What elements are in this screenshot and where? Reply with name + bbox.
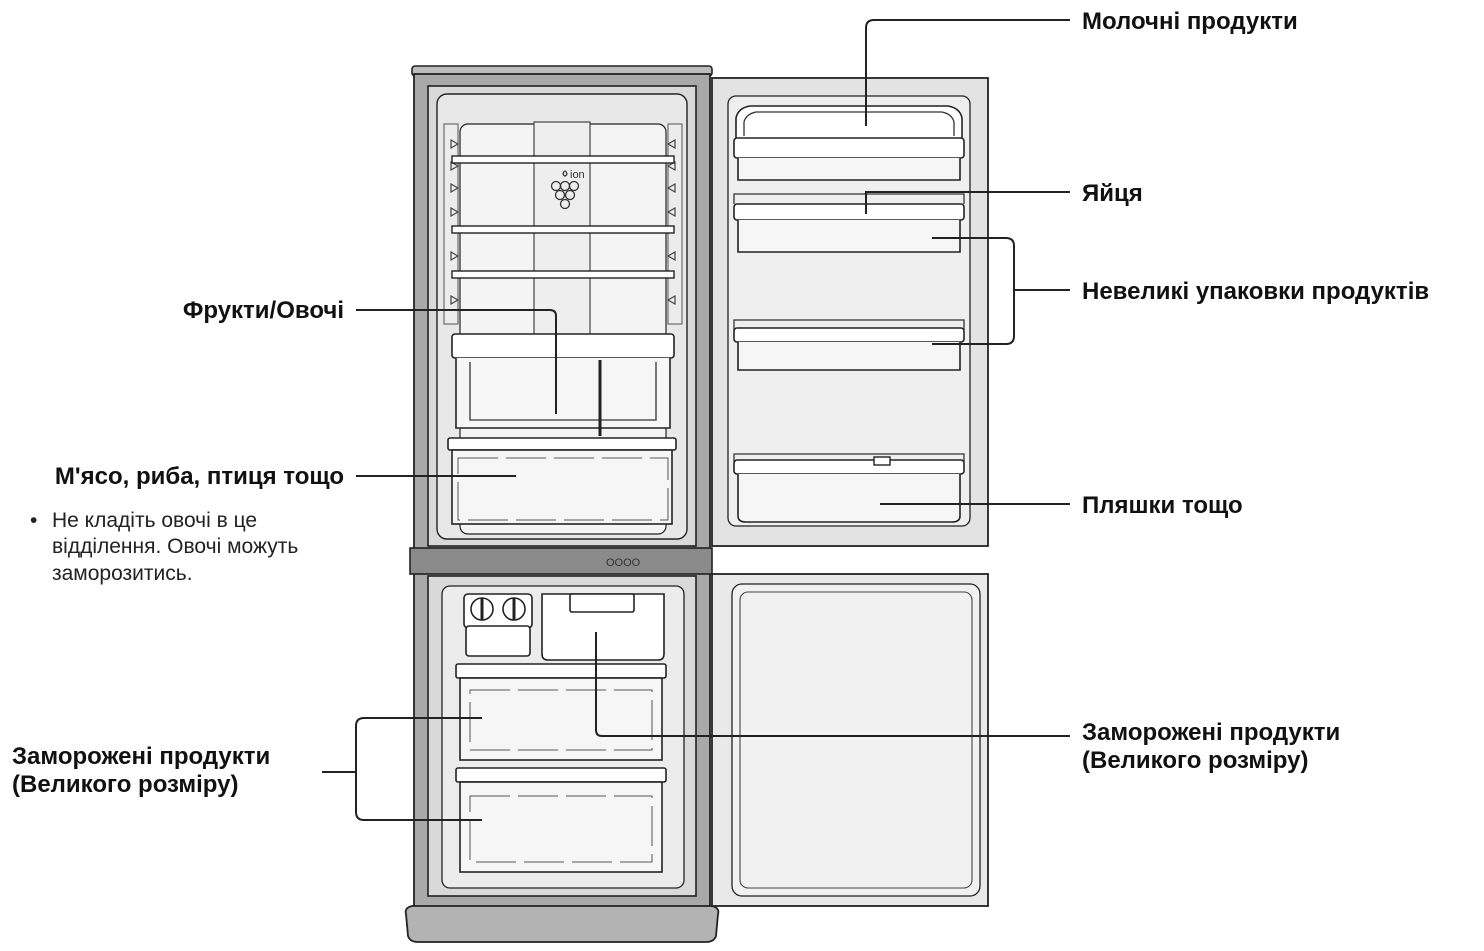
fridge-door xyxy=(711,77,989,547)
leader-lines xyxy=(322,19,1070,821)
note-line-2: відділення. Овочі можуть xyxy=(52,535,298,558)
label-frozen-right-1: Заморожені продукти xyxy=(1082,719,1340,746)
fridge-body: ion OOOO xyxy=(404,65,720,943)
shelf xyxy=(451,155,675,164)
ion-generator-icon: ion xyxy=(550,169,585,210)
panel-indicators: OOOO xyxy=(606,557,641,569)
label-fruit-veg: Фрукти/Овочі xyxy=(183,297,344,324)
label-bottles: Пляшки тощо xyxy=(1082,492,1243,519)
freezer-top-bin xyxy=(541,593,665,661)
label-frozen-left-2: (Великого розміру) xyxy=(12,771,238,798)
callout-labels: Молочні продукти Яйця Невеликі упаковки … xyxy=(12,8,1429,798)
ice-maker-icon xyxy=(463,593,533,657)
label-meat-fish: М'ясо, риба, птиця тощо xyxy=(55,463,344,490)
freezer-door xyxy=(711,573,989,907)
shelf xyxy=(451,225,675,234)
bottle-pocket xyxy=(733,453,965,523)
note-line-3: заморозитись. xyxy=(52,562,193,585)
egg-pocket xyxy=(733,193,965,253)
label-frozen-left-1: Заморожені продукти xyxy=(12,743,270,770)
small-pack-pocket xyxy=(733,319,965,371)
label-eggs: Яйця xyxy=(1082,180,1143,207)
note-line-1: Не кладіть овочі в це xyxy=(52,509,257,532)
dairy-compartment xyxy=(733,105,965,181)
meat-fish-drawer xyxy=(447,437,677,525)
fruit-vegetable-drawer xyxy=(451,333,675,436)
shelf xyxy=(451,270,675,279)
control-panel xyxy=(409,547,713,575)
freezer-drawer-upper xyxy=(455,663,667,761)
label-small-packs: Невеликі упаковки продуктів xyxy=(1082,278,1429,305)
label-dairy: Молочні продукти xyxy=(1082,8,1298,35)
freezer-drawer-lower xyxy=(455,767,667,873)
label-frozen-right-2: (Великого розміру) xyxy=(1082,747,1308,774)
note-bullet: • xyxy=(30,509,37,532)
ion-label: ion xyxy=(570,169,585,181)
